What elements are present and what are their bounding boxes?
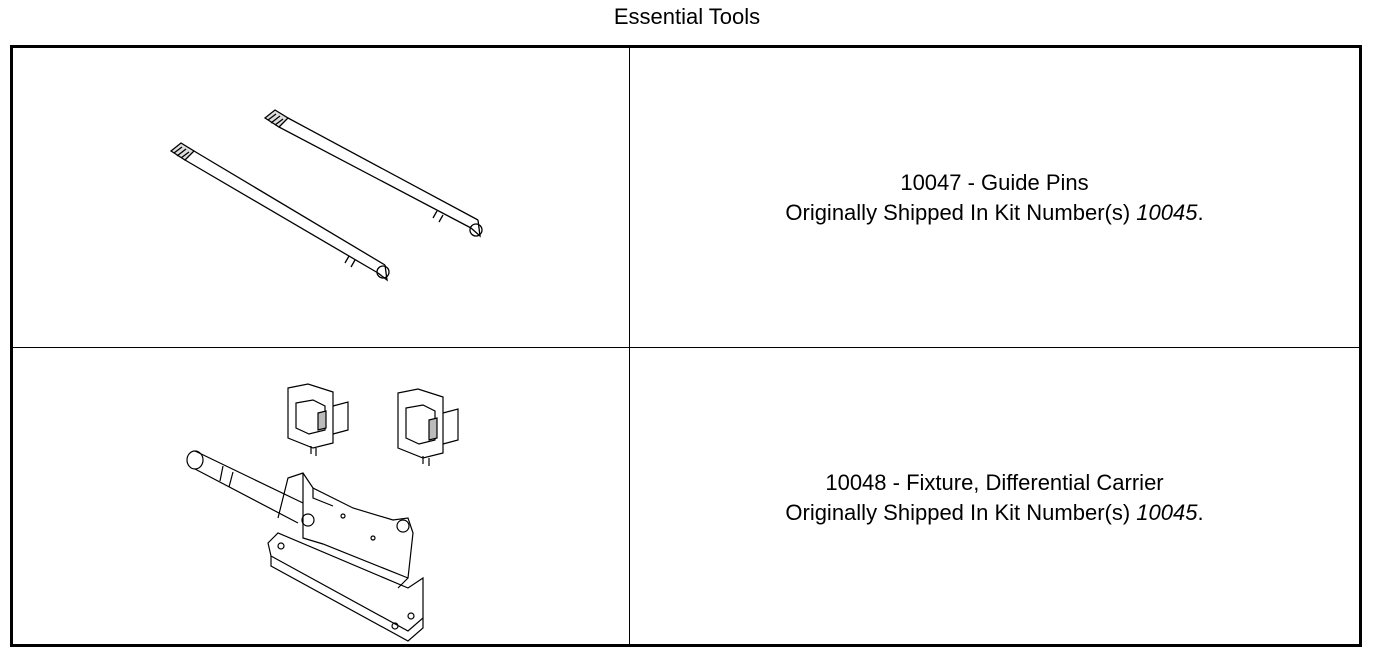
kit-info: Originally Shipped In Kit Number(s) 1004… bbox=[785, 198, 1203, 228]
fixture-illustration bbox=[186, 383, 459, 642]
tool-name: 10048 - Fixture, Differential Carrier bbox=[825, 469, 1164, 495]
tool-description-cell: 10047 - Guide Pins Originally Shipped In… bbox=[630, 48, 1359, 347]
tools-table: 10047 - Guide Pins Originally Shipped In… bbox=[10, 45, 1362, 647]
fixture-frame bbox=[267, 472, 424, 642]
kit-number: 10045 bbox=[1136, 199, 1198, 225]
kit-info-prefix: Originally Shipped In Kit Number(s) bbox=[785, 199, 1137, 225]
tool-name: 10047 - Guide Pins bbox=[900, 169, 1089, 195]
guide-pin-lower bbox=[169, 142, 390, 282]
guide-pins-illustration bbox=[169, 109, 483, 282]
kit-info: Originally Shipped In Kit Number(s) 1004… bbox=[785, 498, 1203, 528]
table-row: 10047 - Guide Pins Originally Shipped In… bbox=[13, 48, 1359, 348]
tool-description-cell: 10048 - Fixture, Differential Carrier Or… bbox=[630, 348, 1359, 647]
kit-info-suffix: . bbox=[1197, 199, 1204, 225]
fixture-bracket-right bbox=[397, 388, 459, 466]
page-title: Essential Tools bbox=[613, 4, 761, 29]
tool-image-cell bbox=[13, 348, 630, 647]
fixture-rod bbox=[186, 450, 304, 524]
kit-info-suffix: . bbox=[1197, 499, 1204, 525]
kit-info-prefix: Originally Shipped In Kit Number(s) bbox=[785, 499, 1137, 525]
kit-number: 10045 bbox=[1136, 499, 1198, 525]
fixture-bracket-left bbox=[287, 383, 349, 456]
guide-pin-upper bbox=[263, 109, 483, 238]
tool-image-cell bbox=[13, 48, 630, 347]
table-row: 10048 - Fixture, Differential Carrier Or… bbox=[13, 348, 1359, 647]
